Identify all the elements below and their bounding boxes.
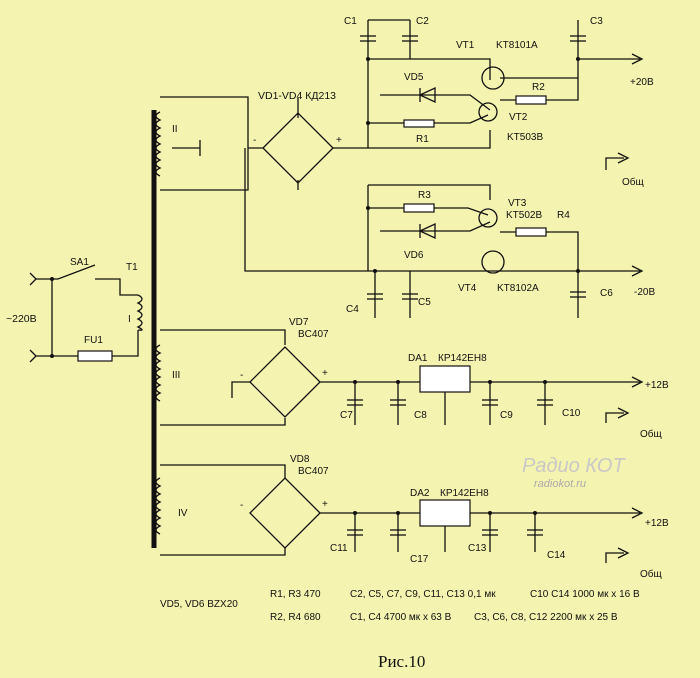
bridge-vd7-type: BC407 (298, 329, 329, 340)
regulator-da1-type: КР142ЕН8 (438, 353, 487, 364)
regulator-da2-type: КР142ЕН8 (440, 488, 489, 499)
parts-zeners: VD5, VD6 BZX20 (160, 599, 238, 610)
main-bridge-label: VD1-VD4 КД213 (258, 90, 336, 102)
fuse-fu1 (77, 350, 113, 362)
transistor-vt2: VT2 (509, 112, 528, 123)
transistor-vt4-type: KT8102A (497, 283, 539, 294)
cap-c4: C4 (346, 304, 359, 315)
regulator-da2: DA2 (410, 488, 430, 499)
resistor-r2: R2 (532, 82, 545, 93)
common-label-1: Общ (622, 176, 644, 188)
figure-caption: Рис.10 (378, 652, 425, 671)
primary-winding (136, 294, 143, 331)
output-neg20: -20В (634, 287, 655, 298)
pos20-section (360, 19, 644, 149)
bridge-vd7: VD7 (289, 317, 309, 328)
transformer-label: T1 (126, 262, 138, 273)
parts-c14: C1, C4 4700 мк х 63 В (350, 612, 452, 623)
watermark-url: radiokot.ru (534, 478, 586, 490)
transistor-vt4: VT4 (458, 283, 477, 294)
resistor-r1: R1 (416, 134, 429, 145)
winding-4-block (155, 464, 644, 556)
cap-c17: C17 (410, 554, 429, 565)
cap-c9: C9 (500, 410, 513, 421)
output-pos12a: +12В (645, 380, 669, 391)
neg20-section (366, 184, 644, 318)
bridge-vd8: VD8 (290, 454, 310, 465)
regulator-da1: DA1 (408, 353, 428, 364)
cap-c11: C11 (330, 543, 348, 554)
common-label-3: Общ (640, 568, 662, 580)
resistor-r3: R3 (418, 190, 431, 201)
common-label-2: Общ (640, 428, 662, 440)
mains-voltage-label: ~220В (6, 313, 37, 325)
cap-c2: C2 (416, 16, 429, 27)
zener-vd6: VD6 (404, 250, 424, 261)
fuse-label: FU1 (84, 335, 103, 346)
cap-c7: C7 (340, 410, 353, 421)
winding-label-3: III (172, 370, 180, 381)
transistor-vt1-type: KT8101A (496, 40, 538, 51)
winding-label-4: IV (178, 508, 188, 519)
bridge3-minus: - (240, 370, 243, 381)
bridge-main (262, 112, 334, 184)
parts-r13: R1, R3 470 (270, 589, 321, 600)
resistor-r4: R4 (557, 210, 570, 221)
output-pos20: +20В (630, 77, 654, 88)
cap-c6: C6 (600, 288, 613, 299)
bridge4-minus: - (240, 500, 243, 511)
cap-c3: C3 (590, 16, 603, 27)
cap-c13: C13 (468, 543, 487, 554)
bridge-plus: + (336, 135, 342, 146)
winding-label-2: II (172, 124, 178, 135)
cap-c8: C8 (414, 410, 427, 421)
cap-c14: C14 (547, 550, 566, 561)
transistor-vt1: VT1 (456, 40, 475, 51)
bridge3-plus: + (322, 368, 328, 379)
transistor-vt3: VT3 (508, 198, 527, 209)
watermark-title: Радио КОТ (522, 455, 626, 477)
parts-c1014: C10 C14 1000 мк х 16 В (530, 589, 640, 600)
transistor-vt3-type: KT502B (506, 210, 542, 221)
bridge4-plus: + (322, 499, 328, 510)
mains-input (29, 264, 143, 363)
bridge-vd8-type: BC407 (298, 466, 329, 477)
winding-label-1: I (128, 314, 131, 325)
parts-r24: R2, R4 680 (270, 612, 321, 623)
winding-2-block (155, 96, 368, 272)
winding-3-block (155, 329, 644, 426)
cap-c5: C5 (418, 297, 431, 308)
cap-c10: C10 (562, 408, 581, 419)
switch-label: SA1 (70, 257, 89, 268)
parts-c-large: C3, C6, C8, C12 2200 мк х 25 В (474, 612, 618, 623)
parts-c-small: C2, C5, C7, C9, C11, C13 0,1 мк (350, 589, 496, 600)
transistor-vt2-type: KT503B (507, 132, 543, 143)
zener-vd5: VD5 (404, 72, 424, 83)
cap-c1: C1 (344, 16, 357, 27)
bridge-minus: - (253, 135, 256, 146)
output-pos12b: +12В (645, 518, 669, 529)
